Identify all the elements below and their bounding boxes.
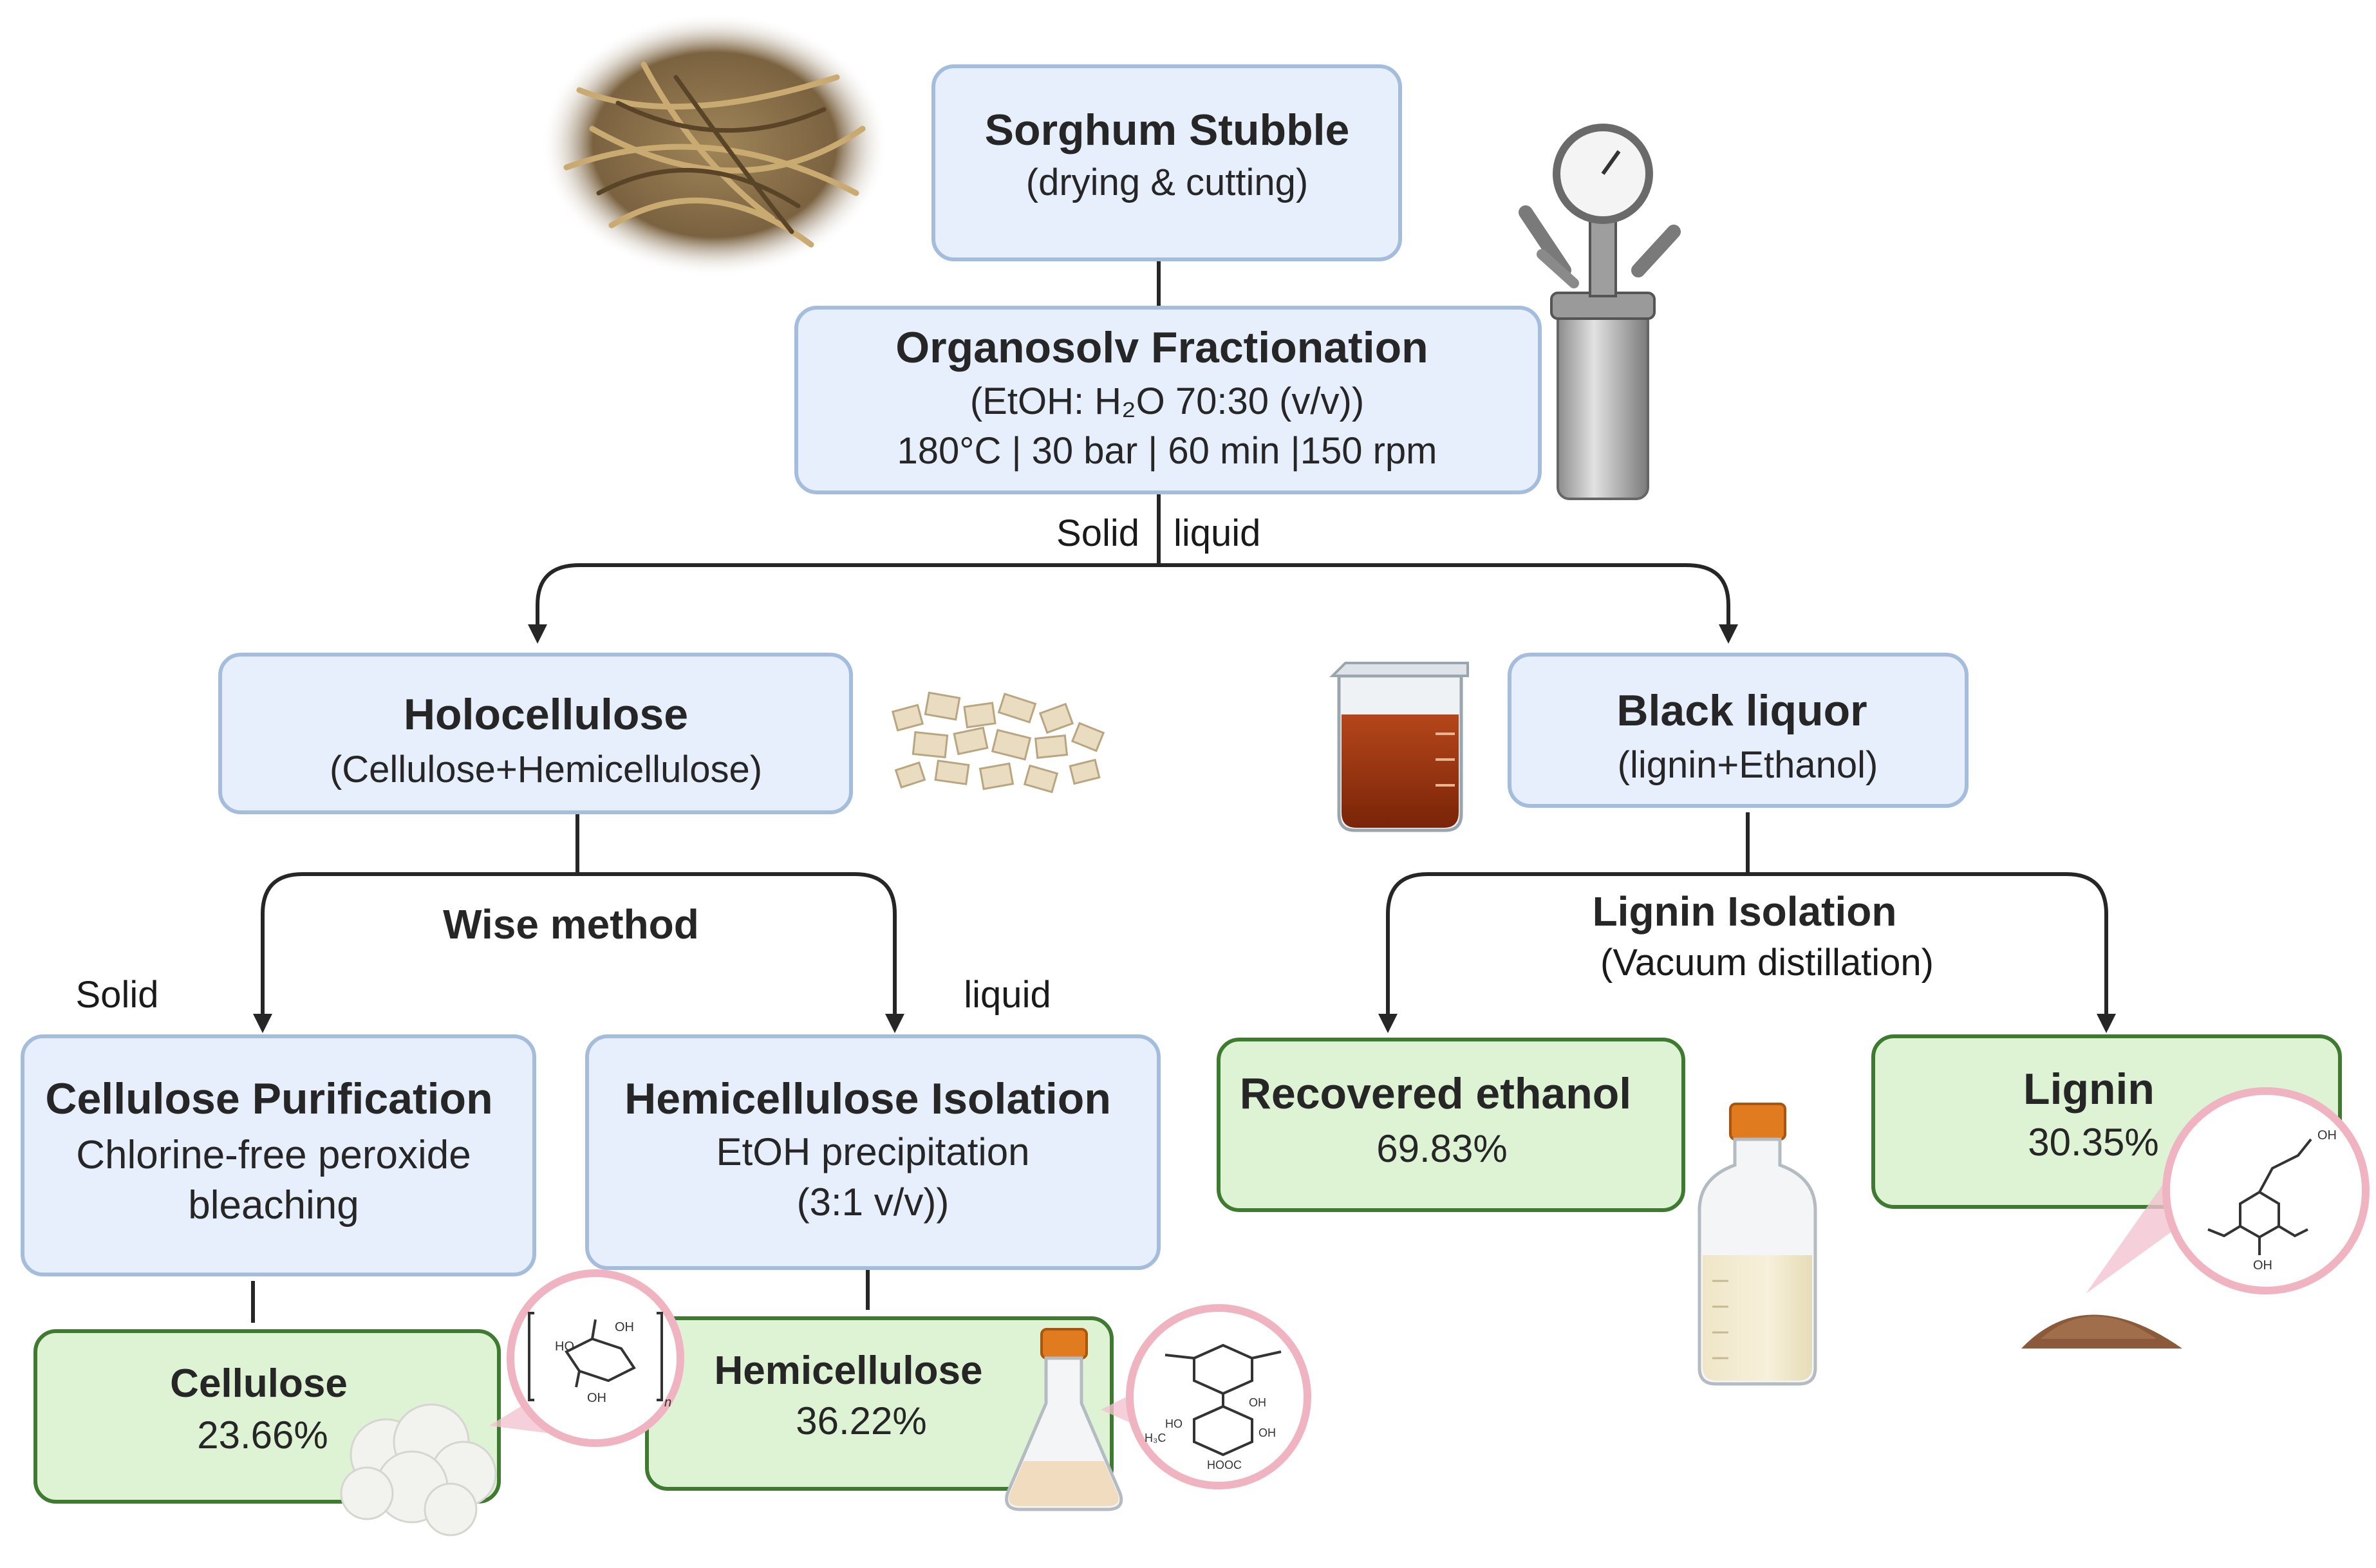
arrow-to-holocellulose [528, 563, 1159, 644]
box-title: Holocellulose [404, 690, 688, 739]
label-wise-method: Wise method [443, 901, 699, 947]
result-title: Recovered ethanol [1240, 1069, 1631, 1118]
chem-label: OH [615, 1320, 634, 1334]
result-title: Lignin [2023, 1065, 2155, 1114]
box-title: Black liquor [1616, 686, 1867, 735]
label-vacuum-distillation: (Vacuum distillation) [1600, 942, 1934, 984]
box-recovered-ethanol-result: Recovered ethanol 69.83% [1217, 1038, 1685, 1212]
box-subtitle: (drying & cutting) [1026, 162, 1308, 203]
chem-label: HOOC [1207, 1459, 1242, 1471]
box-hemicellulose-isolation: Hemicellulose Isolation EtOH precipitati… [585, 1034, 1161, 1270]
box-subtitle: (lignin+Ethanol) [1618, 744, 1878, 786]
box-organosolv-fractionation: Organosolv Fractionation (EtOH: H₂O 70:3… [794, 306, 1542, 494]
arrow-to-black-liquor [1159, 563, 1738, 644]
result-percent: 36.22% [796, 1399, 927, 1442]
label-liquid-mid: liquid [964, 974, 1051, 1016]
box-cellulose-purification: Cellulose Purification Chlorine-free per… [21, 1034, 536, 1276]
chem-label: OH [1258, 1426, 1276, 1439]
chem-label: OH [2253, 1258, 2272, 1273]
label-solid-left: Solid [76, 974, 159, 1016]
box-conditions-line2: 180°C | 30 bar | 60 min |150 rpm [897, 430, 1437, 472]
box-line1: EtOH precipitation [716, 1130, 1030, 1173]
chem-label: H₃C [1145, 1432, 1166, 1444]
box-title: Organosolv Fractionation [895, 323, 1428, 372]
arrow-to-cellulose-purification [253, 872, 577, 1033]
cellulose-cotton-icon: HO OH OH n [340, 1269, 684, 1536]
flask-hemicellulose-icon: HO OH OH H₃C HOOC [1005, 1304, 1311, 1511]
chem-label: n [664, 1395, 671, 1410]
label-lignin-isolation: Lignin Isolation [1593, 888, 1897, 935]
box-conditions-line1: (EtOH: H₂O 70:30 (v/v)) [970, 380, 1364, 422]
label-liquid-top: liquid [1174, 512, 1260, 554]
chem-label: HO [555, 1339, 574, 1354]
chem-label: OH [2317, 1128, 2337, 1143]
box-subtitle: (Cellulose+Hemicellulose) [330, 749, 762, 790]
box-holocellulose: Holocellulose (Cellulose+Hemicellulose) [218, 653, 853, 814]
box-sorghum-stubble: Sorghum Stubble (drying & cutting) [931, 64, 1402, 261]
box-black-liquor: Black liquor (lignin+Ethanol) [1508, 653, 1969, 808]
arrow-to-lignin [1748, 872, 2116, 1033]
result-percent: 30.35% [2028, 1121, 2159, 1164]
chem-label: OH [587, 1391, 606, 1405]
beaker-liquor-icon [1329, 662, 1469, 832]
sorghum-straw-photo [541, 13, 888, 277]
result-percent: 23.66% [197, 1414, 328, 1457]
result-title: Hemicellulose [715, 1349, 983, 1393]
reactor-vessel-icon [1519, 124, 1681, 500]
hemicellulose-molecule-structure [1165, 1343, 1282, 1457]
result-title: Cellulose [170, 1361, 348, 1406]
box-title: Sorghum Stubble [985, 106, 1350, 154]
chem-label: HO [1165, 1417, 1183, 1430]
arrow-to-recovered-ethanol [1378, 872, 1748, 1033]
lignin-powder-icon: OH OH [2021, 1087, 2370, 1349]
box-title: Cellulose Purification [45, 1074, 492, 1123]
label-solid-top: Solid [1056, 512, 1139, 554]
arrow-to-hemicellulose-isolation [577, 872, 904, 1033]
lignin-molecule-structure [2207, 1138, 2312, 1255]
box-line1: Chlorine-free peroxide [76, 1133, 471, 1177]
result-percent: 69.83% [1376, 1127, 1508, 1170]
box-line2: bleaching [188, 1183, 359, 1227]
box-title: Hemicellulose Isolation [624, 1074, 1111, 1123]
cellulose-molecule-structure [528, 1312, 663, 1401]
connectors [251, 259, 2116, 1323]
chem-label: OH [1249, 1396, 1266, 1409]
box-line2: (3:1 v/v)) [797, 1181, 949, 1224]
wood-chips-icon [891, 691, 1105, 794]
ethanol-bottle-icon [1698, 1103, 1817, 1386]
